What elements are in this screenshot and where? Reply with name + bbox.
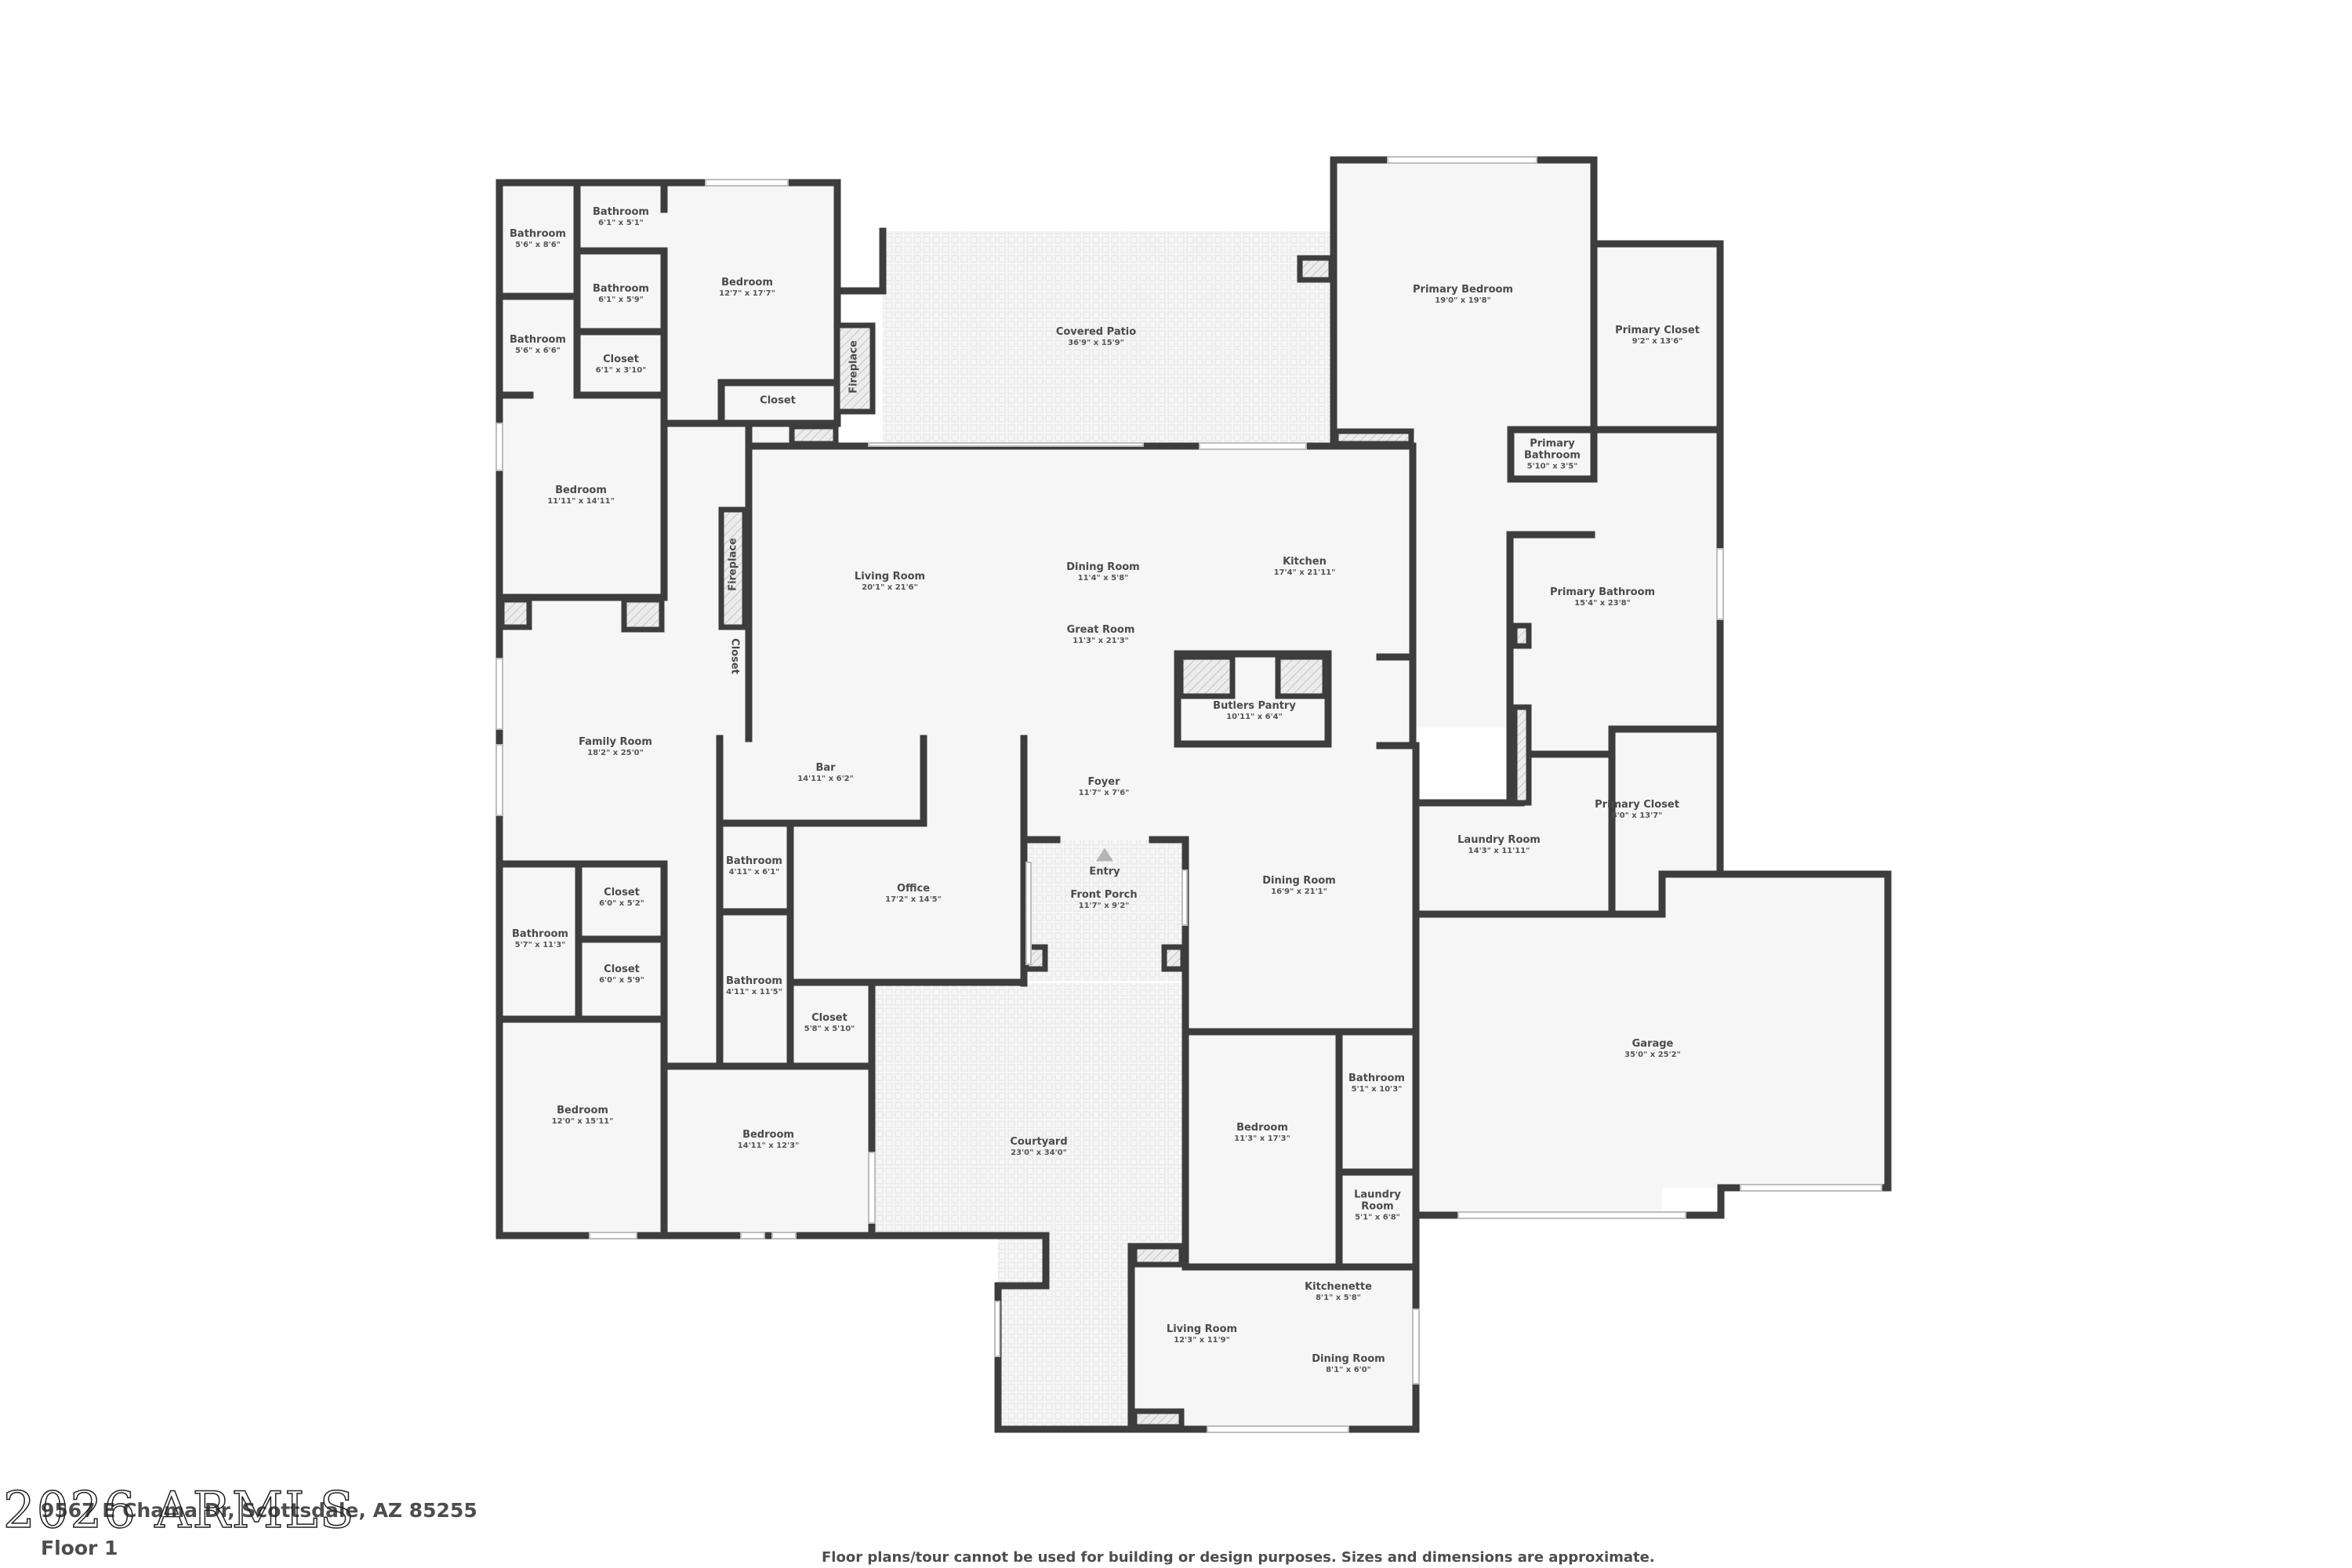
windows bbox=[495, 156, 1882, 1433]
entry-label: Entry bbox=[1089, 866, 1120, 878]
entry-arrow-icon bbox=[1096, 848, 1113, 862]
room-label: Fireplace bbox=[727, 538, 739, 591]
room-label: Fireplace bbox=[848, 340, 860, 394]
room-label: Closet bbox=[728, 638, 741, 674]
floor-label: Floor 1 bbox=[41, 1537, 118, 1559]
room-fills bbox=[499, 160, 1888, 1429]
room-label: Closet bbox=[760, 394, 796, 407]
property-address: 9567 E Chama Dr, Scottsdale, AZ 85255 bbox=[41, 1499, 477, 1522]
walls bbox=[495, 156, 1892, 1433]
disclaimer-text: Floor plans/tour cannot be used for buil… bbox=[822, 1549, 1655, 1566]
